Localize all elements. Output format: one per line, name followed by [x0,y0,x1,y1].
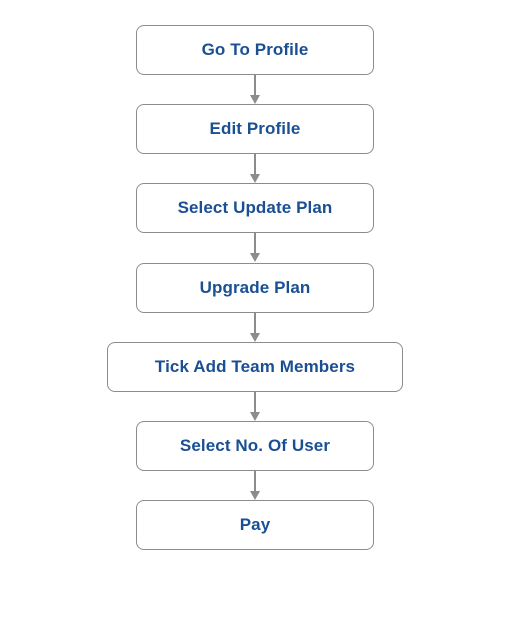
step-edit-profile: Edit Profile [136,104,374,154]
step-tick-add-team-members: Tick Add Team Members [107,342,403,392]
step-label: Select Update Plan [177,198,333,217]
step-label: Select No. Of User [179,436,331,455]
step-label: Edit Profile [209,119,301,138]
step-upgrade-plan: Upgrade Plan [136,263,374,313]
step-label: Upgrade Plan [199,278,311,297]
step-select-no-of-user: Select No. Of User [136,421,374,471]
step-select-update-plan: Select Update Plan [136,183,374,233]
step-pay: Pay [136,500,374,550]
step-label: Go To Profile [201,40,309,59]
step-label: Pay [239,515,271,534]
step-label: Tick Add Team Members [154,357,356,376]
step-go-to-profile: Go To Profile [136,25,374,75]
